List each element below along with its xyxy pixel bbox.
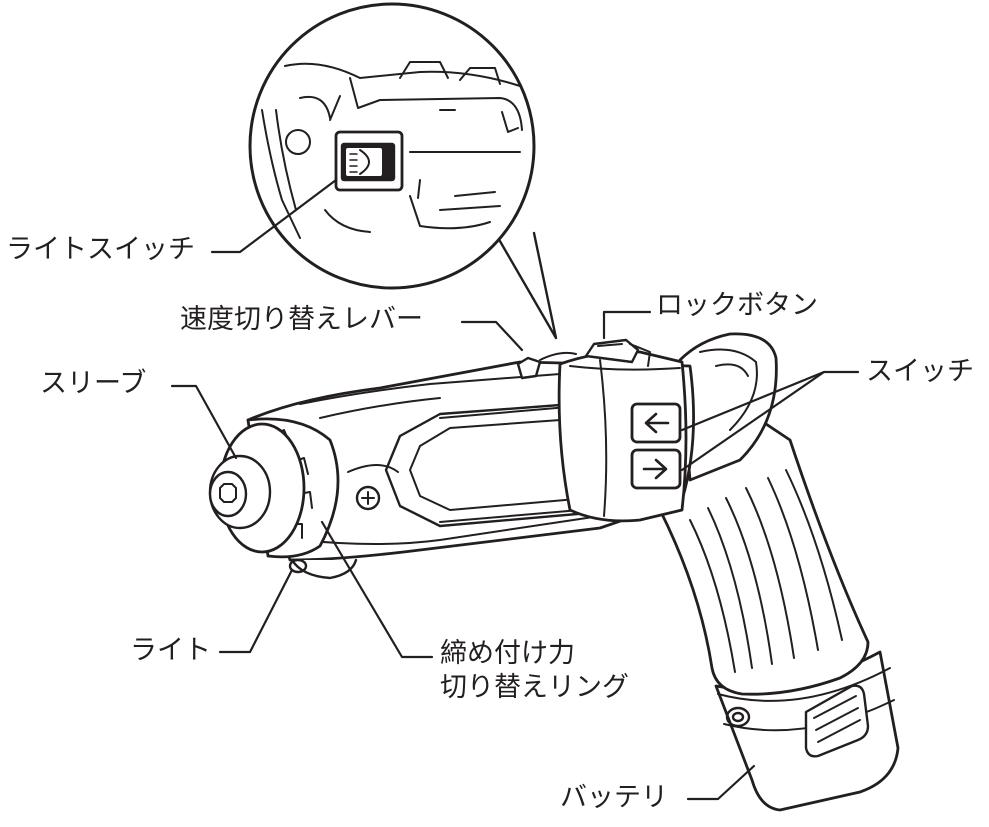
label-torque-ring-line1: 締め付け力 (440, 638, 575, 669)
leader-lines (170, 178, 860, 801)
switch-collar (516, 338, 688, 523)
light-switch-icon (334, 130, 404, 192)
label-sleeve: スリーブ (40, 368, 147, 399)
lock-button (584, 338, 651, 367)
speed-lever (516, 351, 577, 380)
arrow-left-icon (644, 412, 670, 434)
label-speed-lever: 速度切り替えレバー (180, 304, 423, 335)
forward-switch-button (630, 448, 682, 490)
label-battery: バッテリ (560, 782, 668, 813)
label-light: ライト (130, 635, 211, 666)
arrow-right-icon (642, 458, 668, 480)
light-lens (288, 558, 358, 580)
battery-release-button (804, 684, 870, 758)
screw-icon (355, 485, 381, 511)
label-switch: スイッチ (866, 356, 974, 387)
reverse-switch-button (630, 402, 682, 444)
inset-magnifier (248, 2, 558, 340)
label-lock-button: ロックボタン (656, 290, 818, 321)
label-torque-ring-line2: 切り替えリング (440, 672, 629, 703)
rear-housing (678, 332, 778, 482)
sleeve (208, 422, 306, 554)
label-light-switch: ライトスイッチ (6, 234, 195, 265)
